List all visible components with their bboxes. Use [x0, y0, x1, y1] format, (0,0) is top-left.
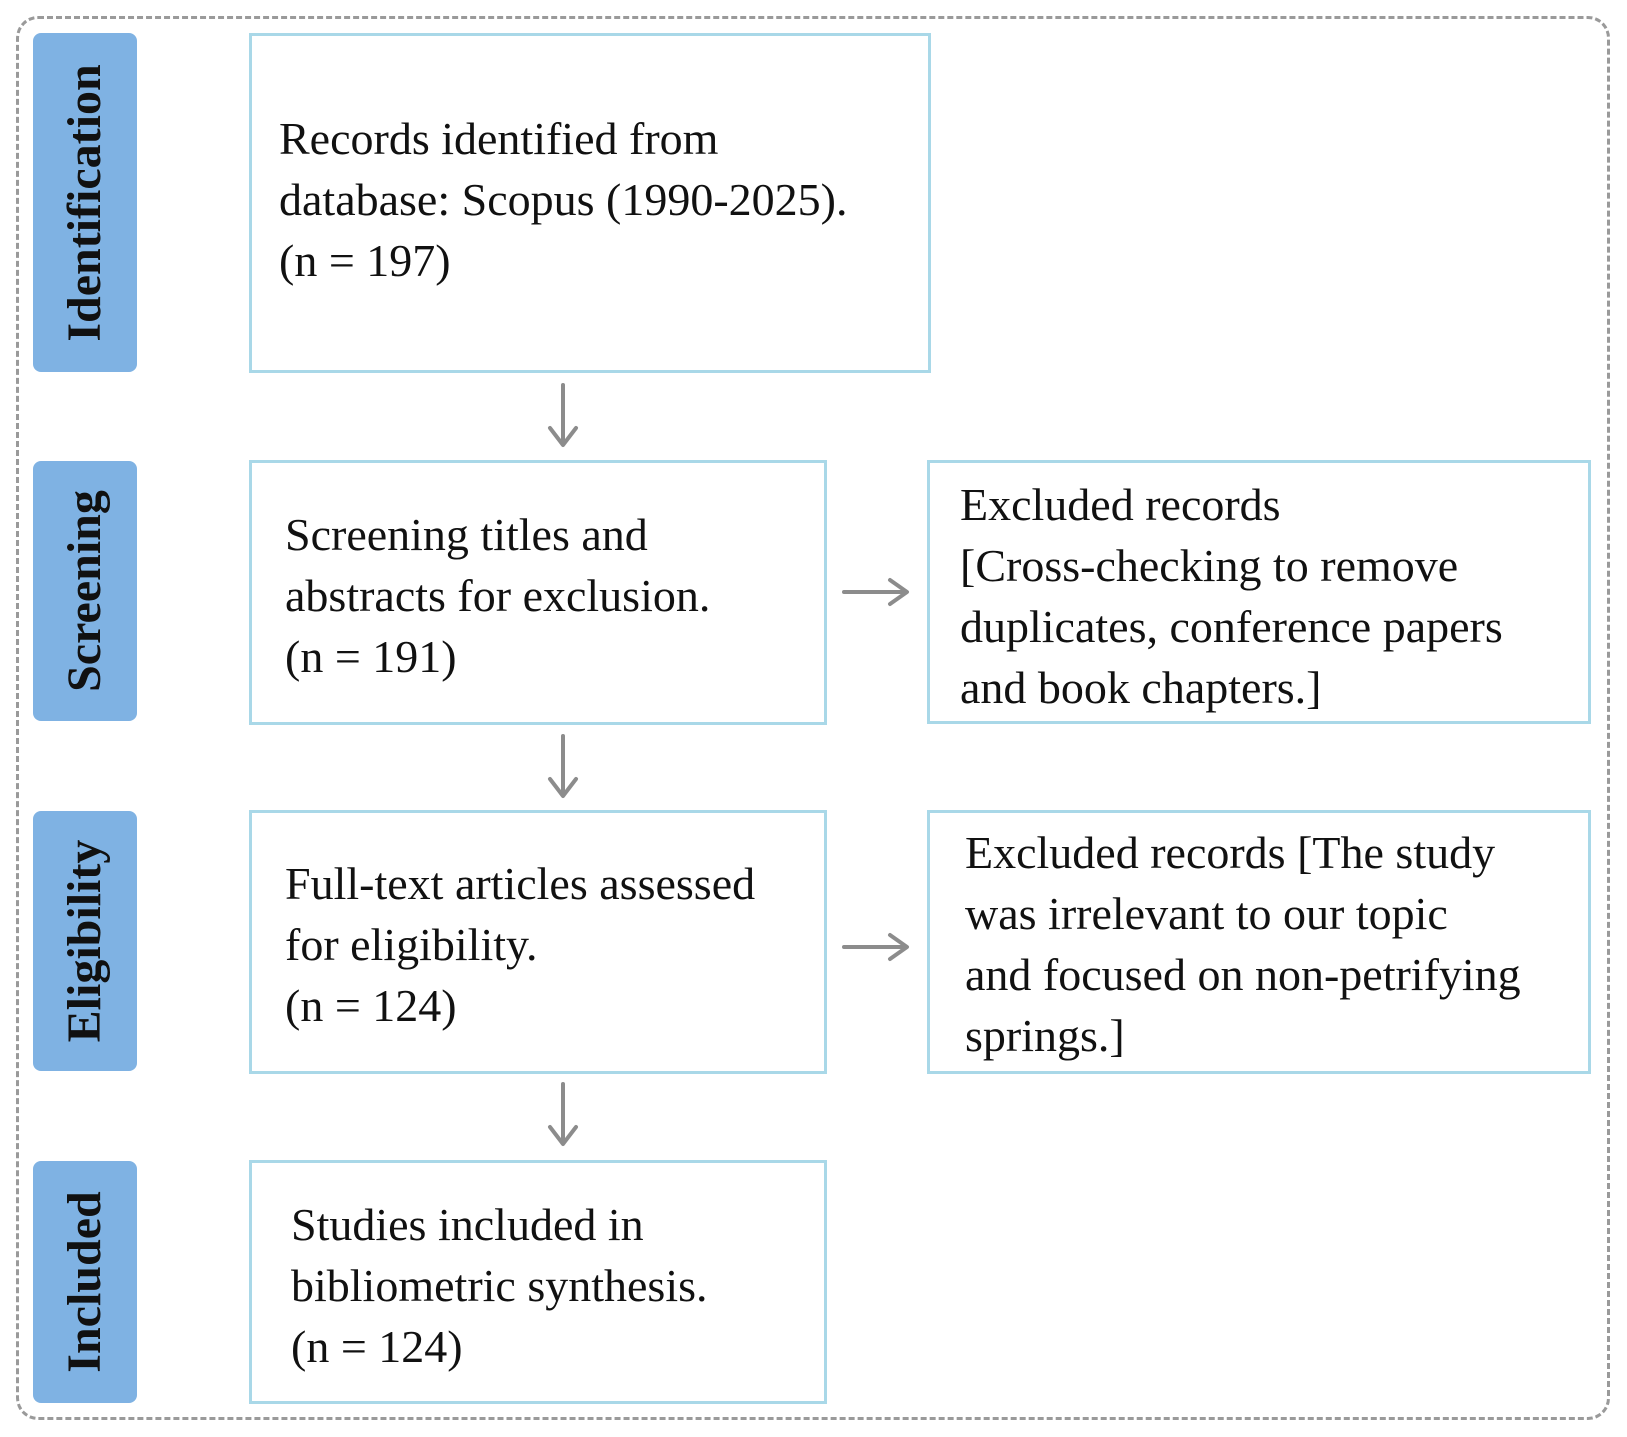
full-text-text: Full-text articles assessed for eligibil…: [285, 858, 756, 1031]
screening-box: Screening titles and abstracts for exclu…: [249, 460, 827, 725]
full-text-box: Full-text articles assessed for eligibil…: [249, 810, 827, 1074]
stage-screening-label: Screening: [58, 490, 111, 692]
included-text: Studies included in bibliometric synthes…: [291, 1199, 708, 1372]
stage-included-label: Included: [58, 1191, 111, 1373]
stage-screening: Screening: [33, 461, 137, 721]
stage-included: Included: [33, 1161, 137, 1403]
stage-identification: Identification: [33, 33, 137, 372]
excluded-eligibility-text: Excluded records [The study was irreleva…: [965, 827, 1521, 1061]
records-identified-text: Records identified from database: Scopus…: [279, 113, 848, 286]
stage-identification-label: Identification: [58, 63, 111, 342]
excluded-eligibility-box: Excluded records [The study was irreleva…: [927, 810, 1591, 1074]
excluded-screening-text: Excluded records [Cross-checking to remo…: [960, 479, 1503, 713]
outer-dashed-frame: [16, 16, 1610, 1420]
records-identified-box: Records identified from database: Scopus…: [249, 33, 931, 373]
stage-eligibility: Eligibility: [33, 811, 137, 1071]
stage-eligibility-label: Eligibility: [58, 839, 111, 1043]
included-box: Studies included in bibliometric synthes…: [249, 1160, 827, 1404]
screening-text: Screening titles and abstracts for exclu…: [285, 509, 711, 682]
excluded-screening-box: Excluded records [Cross-checking to remo…: [927, 460, 1591, 724]
